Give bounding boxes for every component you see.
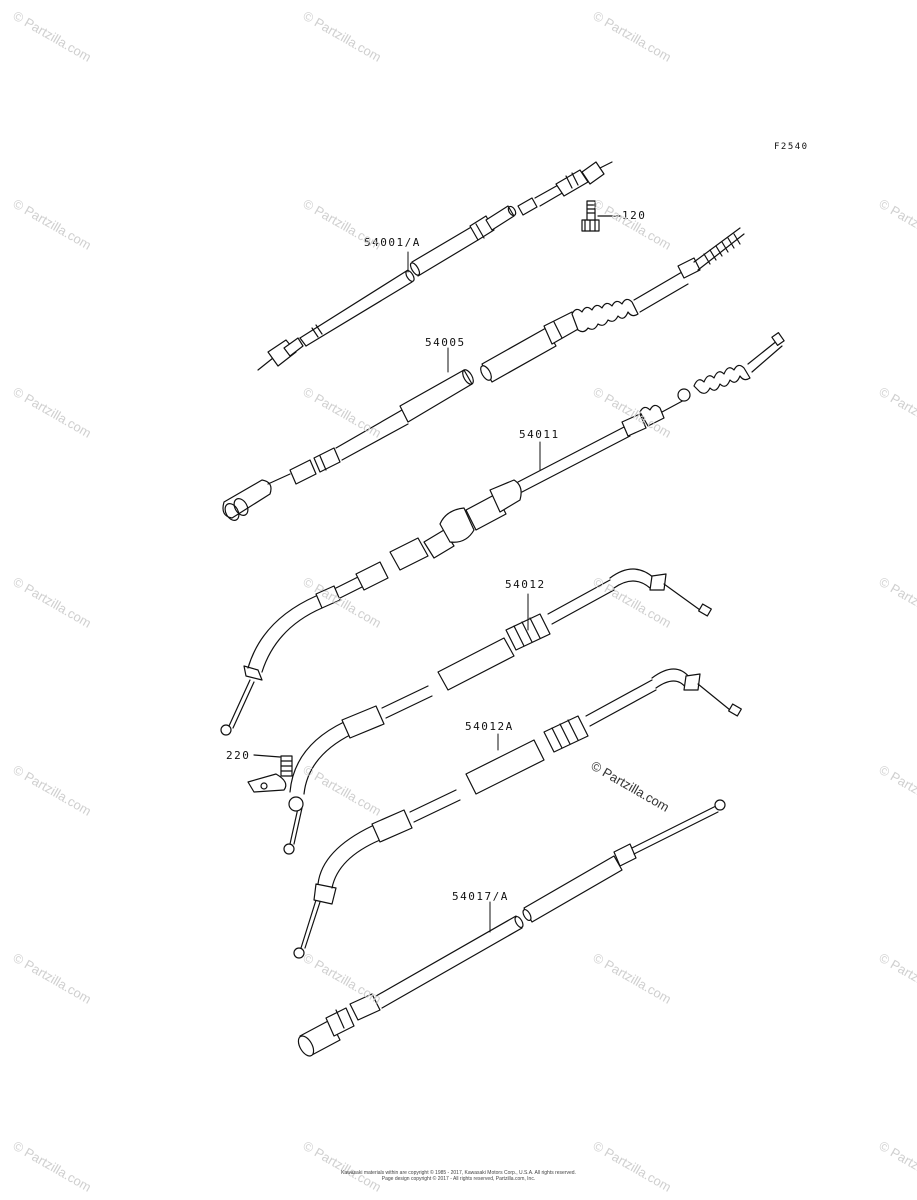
copyright-line-1: Kawasaki materials within are copyright … bbox=[341, 1170, 576, 1176]
part-label-54012a: 54012A bbox=[465, 720, 514, 733]
leader-lines bbox=[407, 251, 541, 933]
part-label-54001a: 54001/A bbox=[364, 236, 421, 249]
part-label-220: 220 bbox=[226, 749, 251, 762]
copyright-notice: Kawasaki materials within are copyright … bbox=[0, 1170, 917, 1182]
clutch-cable-54005 bbox=[222, 227, 745, 521]
part-label-54012: 54012 bbox=[505, 578, 546, 591]
part-label-54011: 54011 bbox=[519, 428, 560, 441]
brake-cable-54017a bbox=[297, 799, 726, 1057]
speedometer-cable-54001a bbox=[257, 161, 613, 371]
part-label-54017a: 54017/A bbox=[452, 890, 509, 903]
part-label-120: 120 bbox=[622, 209, 647, 222]
throttle-cable-54012 bbox=[247, 568, 712, 855]
throttle-cable-54012a bbox=[293, 668, 742, 959]
figure-code: F2540 bbox=[774, 142, 809, 152]
screw-220 bbox=[253, 754, 293, 777]
part-label-54005: 54005 bbox=[425, 336, 466, 349]
copyright-line-2: Page design copyright © 2017 - All right… bbox=[381, 1176, 536, 1182]
bolt-120 bbox=[581, 200, 621, 232]
cable-54011 bbox=[220, 332, 785, 736]
